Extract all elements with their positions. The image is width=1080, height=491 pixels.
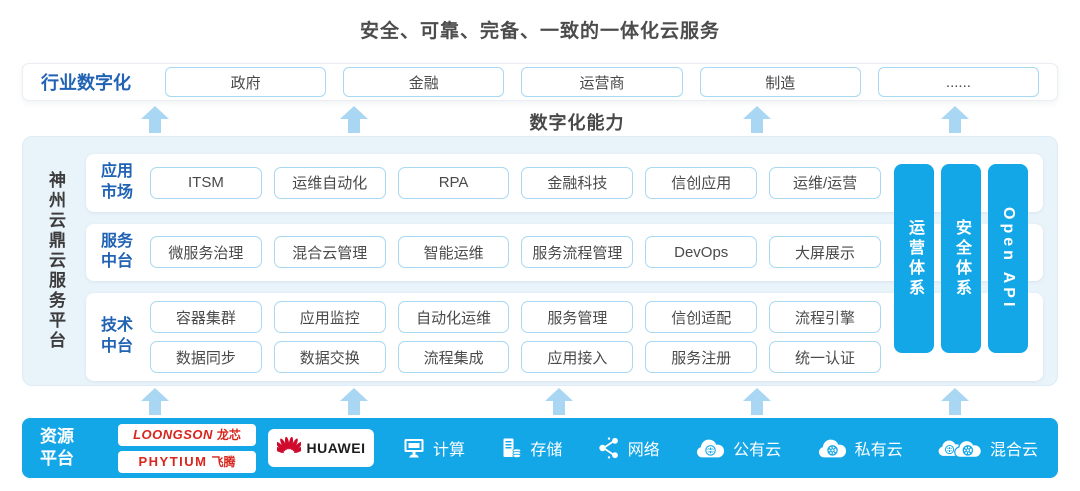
capability-box-fintech: 金融科技 [521,166,634,199]
up-arrow-icon [340,388,368,415]
resource-platform-bar: 资源 平台 LOONGSON 龙芯 PHYTIUM 飞腾 [22,418,1058,478]
resource-item-label: 网络 [627,442,660,459]
vendor-stack: LOONGSON 龙芯 PHYTIUM 飞腾 [118,423,256,473]
row-service-platform: 服务 中台 微服务治理 混合云管理 智能运维 服务流程管理 DevOps 大屏展… [86,223,1043,282]
capability-box-hybrid-mgmt: 混合云管理 [273,236,386,269]
up-arrow-icon [545,388,573,415]
resource-items: 计算 存储 [402,436,1040,460]
capability-band: 数字化能力 [22,104,1058,134]
capability-box-app-access: 应用接入 [521,341,634,374]
vendor-loongson: LOONGSON 龙芯 [118,423,256,446]
resource-item-public-cloud: 公有云 [694,436,781,460]
capability-box-auto-ops: 自动化运维 [397,301,510,334]
row-label-line: 市场 [100,183,133,201]
resource-item-label: 私有云 [854,442,903,459]
row-app-market-label: 应用 市场 [96,162,138,204]
sidebar-operation-system: 运营体系 [894,164,934,353]
network-icon [597,436,621,460]
resource-arrow-band [22,388,1058,416]
platform-vertical-title-text: 神州云鼎云服务平台 [46,171,65,351]
up-arrow-icon [941,388,969,415]
capability-box-service-mgmt: 服务管理 [521,301,634,334]
phytium-logo: PHYTIUM [138,454,208,469]
up-arrow-icon [941,106,969,133]
up-arrow-icon [340,106,368,133]
resource-label-line: 资源 [40,426,74,446]
row-label-line: 中台 [100,338,133,356]
public-cloud-icon [694,437,726,460]
row-service-platform-label: 服务 中台 [96,232,138,274]
resource-item-label: 计算 [433,442,466,459]
capability-box-xinchuang-adapt: 信创适配 [645,301,758,334]
vendor-huawei: HUAWEI [268,429,374,467]
resource-item-private-cloud: 私有云 [816,436,903,460]
loongson-cjk-label: 龙芯 [216,428,241,442]
resource-item-compute: 计算 [402,436,465,460]
capability-box-container-cluster: 容器集群 [150,301,262,334]
up-arrow-icon [743,388,771,415]
up-arrow-icon [743,106,771,133]
platform-vertical-title: 神州云鼎云服务平台 [46,137,65,385]
row-label-line: 应用 [100,163,133,180]
row-label-line: 服务 [100,232,133,250]
industry-row: 行业数字化 政府 金融 运营商 制造 ...... [22,63,1058,101]
capability-box-data-sync: 数据同步 [150,341,262,374]
capability-box-rpa: RPA [397,166,510,199]
industry-item-finance: 金融 [343,67,505,97]
up-arrow-icon [141,106,169,133]
side-bars: 运营体系 安全体系 Open API [894,164,1028,353]
capability-box-service-flow: 服务流程管理 [521,236,634,269]
capability-box-ops-automation: 运维自动化 [273,166,386,199]
capability-box-process-integration: 流程集成 [397,341,510,374]
capability-label: 数字化能力 [529,113,625,133]
storage-icon [499,436,523,460]
capability-box-app-monitor: 应用监控 [273,301,386,334]
up-arrow-icon [141,388,169,415]
vendor-phytium: PHYTIUM 飞腾 [118,450,256,473]
capability-box-microservice: 微服务治理 [150,236,262,269]
capability-box-ops-operation: 运维/运营 [769,166,881,199]
row-tech-platform-label: 技术 中台 [96,316,138,358]
industry-boxes: 政府 金融 运营商 制造 ...... [165,67,1040,97]
hybrid-cloud-icon [937,437,983,460]
capability-box-service-registry: 服务注册 [645,341,758,374]
sidebar-security-system: 安全体系 [941,164,981,353]
industry-row-label: 行业数字化 [41,73,131,93]
industry-item-manufacturing: 制造 [699,67,861,97]
row-label-line: 技术 [100,317,133,335]
resource-label-line: 平台 [40,449,74,468]
row-app-market: 应用 市场 ITSM 运维自动化 RPA 金融科技 信创应用 运维/运营 [86,154,1043,212]
row-tech-platform: 技术 中台 容器集群 应用监控 自动化运维 服务管理 信创适配 流程引擎 数据同… [86,293,1043,382]
resource-item-label: 公有云 [733,442,782,459]
capability-box-data-exchange: 数据交换 [273,341,386,374]
capability-box-xinchuang-app: 信创应用 [645,166,758,199]
resource-platform-label: 资源 平台 [40,426,98,470]
resource-item-network: 网络 [597,436,660,460]
loongson-logo: LOONGSON [133,427,213,442]
huawei-wordmark: HUAWEI [306,440,366,456]
capability-box-devops: DevOps [645,236,758,269]
private-cloud-icon [816,437,848,460]
resource-item-storage: 存储 [499,436,562,460]
page-title: 安全、可靠、完备、一致的一体化云服务 [359,21,720,42]
capability-box-unified-auth: 统一认证 [769,341,881,374]
huawei-flower-icon [272,436,305,461]
industry-item-operator: 运营商 [521,67,683,97]
capability-box-big-screen: 大屏展示 [769,236,881,269]
row-label-line: 中台 [100,253,133,271]
platform-container: 神州云鼎云服务平台 应用 市场 ITSM 运维自动化 RPA 金融科技 信创应用… [22,136,1058,386]
capability-box-itsm: ITSM [150,166,262,199]
phytium-cjk-label: 飞腾 [211,455,236,469]
compute-icon [402,436,426,460]
sidebar-open-api: Open API [988,164,1028,353]
platform-rows: 应用 市场 ITSM 运维自动化 RPA 金融科技 信创应用 运维/运营 服务 … [86,154,1043,382]
resource-item-hybrid-cloud: 混合云 [937,436,1038,460]
industry-item-more: ...... [877,67,1040,97]
capability-box-aiops: 智能运维 [397,236,510,269]
resource-item-label: 混合云 [989,442,1038,459]
industry-item-government: 政府 [165,67,327,97]
resource-item-label: 存储 [530,442,563,459]
capability-box-process-engine: 流程引擎 [769,301,881,334]
